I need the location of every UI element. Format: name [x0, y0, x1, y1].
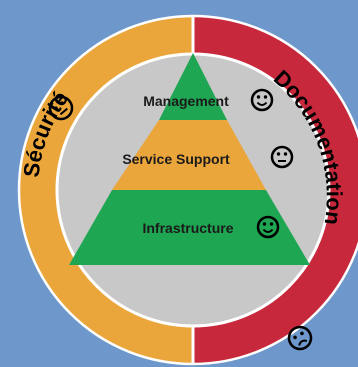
infrastructure-label: Infrastructure [142, 220, 233, 236]
pyramid-tier-management [159, 53, 227, 120]
pyramid-tier-service-support [112, 120, 266, 190]
happy-face-icon [250, 88, 274, 112]
service-support-label: Service Support [122, 151, 230, 167]
management-label: Management [143, 93, 229, 109]
neutral-face-icon [270, 145, 294, 169]
sad-face-icon [287, 325, 313, 351]
neutral-face-icon [48, 95, 74, 121]
pyramid-tier-infrastructure [69, 190, 310, 265]
happy-face-icon [256, 215, 280, 239]
